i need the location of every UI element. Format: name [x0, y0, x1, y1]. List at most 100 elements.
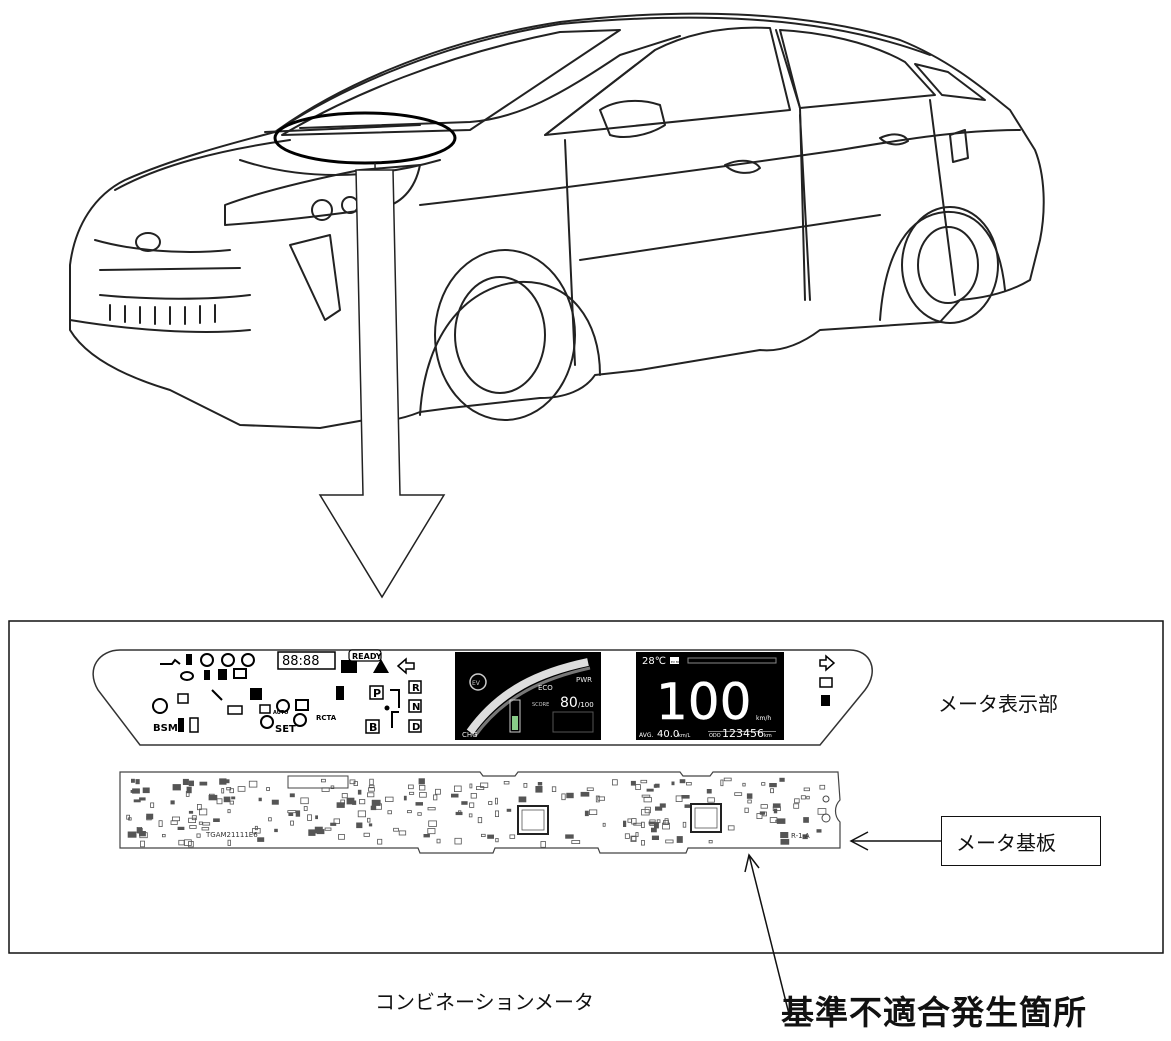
pcb-component: [237, 786, 246, 792]
pcb-component: [651, 835, 659, 840]
pcb-component: [470, 793, 477, 799]
pcb-component: [640, 779, 648, 784]
set-label: SET: [275, 724, 296, 735]
pcb-component: [216, 798, 223, 805]
pcb-component: [708, 840, 713, 844]
odo-label: ODO: [709, 733, 721, 739]
pcb-component: [720, 779, 724, 787]
pcb-component: [393, 827, 399, 832]
chg-label: CHG: [462, 731, 478, 739]
pcb-component: [189, 825, 197, 829]
pcb-component: [523, 783, 528, 788]
pcb-component: [646, 788, 654, 792]
pcb-component: [800, 795, 806, 800]
nonconformity-pointer-arrow: [744, 853, 791, 1019]
pcb-component: [170, 820, 178, 825]
pcb-component: [775, 819, 779, 823]
pcb-component: [198, 808, 208, 816]
pcb-component: [257, 837, 265, 842]
pcb-component: [734, 792, 743, 796]
pcb-component: [681, 795, 690, 799]
pcb-component: [213, 818, 220, 822]
pcb-component: [644, 806, 651, 814]
pcb-component: [635, 832, 639, 837]
score-value: 80: [560, 695, 578, 711]
pcb-component: [580, 791, 590, 797]
pcb-component: [417, 812, 422, 816]
pcb-component: [663, 820, 669, 825]
pcb-component: [433, 794, 438, 801]
pcb-component: [135, 779, 140, 785]
pcb-component: [229, 800, 235, 805]
pwr-label: PWR: [576, 676, 592, 684]
pcb-component: [772, 803, 781, 808]
down-arrow: [318, 169, 446, 599]
pcb-component: [349, 779, 356, 785]
pcb-component: [566, 792, 574, 799]
pcb-component: [367, 817, 371, 823]
pcb-component: [662, 822, 670, 830]
pcb-component: [494, 797, 498, 805]
auto-label: AUTO: [273, 710, 288, 716]
pcb-component: [139, 797, 146, 801]
gear-b: B: [369, 721, 377, 734]
pcb-component: [506, 808, 512, 812]
rcta-label: RCTA: [316, 714, 337, 722]
gear-r: R: [412, 683, 420, 694]
meter-board-label: メータ基板: [956, 831, 1056, 855]
pcb-component: [630, 835, 637, 842]
pcb-component: [186, 786, 192, 794]
gear-d: D: [412, 722, 420, 733]
pcb-component: [408, 791, 415, 795]
pcb-component: [368, 823, 373, 827]
pcb-component: [744, 807, 749, 813]
pcb-component: [289, 793, 295, 798]
pcb-component: [537, 782, 543, 786]
pcb-component: [398, 830, 407, 836]
pcb-component: [274, 828, 278, 833]
pcb-component: [172, 784, 181, 791]
ev-mode-label: EV MODE: [671, 660, 685, 664]
pcb-component: [287, 810, 297, 814]
pcb-component: [271, 799, 279, 805]
odo-value: 123456: [722, 727, 764, 740]
eco-label: ECO: [538, 684, 553, 692]
pcb-component: [759, 811, 766, 815]
pcb-component: [199, 781, 208, 786]
pcb-component: [158, 820, 163, 828]
pcb-component: [589, 809, 598, 816]
segment-digits: 88:88: [282, 654, 319, 669]
pcb-component: [182, 778, 189, 785]
car-illustration: [69, 12, 1045, 429]
pcb-component: [806, 795, 810, 800]
avg-unit: km/L: [678, 733, 690, 739]
hybrid-indicator-screen: [455, 652, 601, 740]
pcb-component: [561, 793, 566, 801]
bsm-label: BSM: [153, 723, 178, 734]
board-revision: R-1-A: [791, 832, 810, 840]
pcb-component: [762, 811, 767, 817]
pcb-component: [635, 784, 641, 790]
pcb-component: [130, 778, 135, 783]
pcb-component: [706, 789, 712, 794]
pcb-component: [268, 817, 272, 822]
pcb-component: [170, 800, 175, 805]
pcb-component: [488, 801, 493, 805]
pcb-component: [300, 797, 309, 805]
pcb-component: [231, 796, 236, 800]
pcb-component: [756, 813, 763, 819]
odo-unit: km: [764, 733, 772, 739]
pcb-component: [630, 780, 636, 786]
pcb-component: [146, 813, 154, 820]
pcb-component: [303, 806, 308, 811]
pcb-component: [258, 797, 262, 802]
pcb-component: [377, 838, 383, 845]
pcb-component: [415, 802, 423, 806]
pcb-component: [315, 815, 319, 820]
score-max: /100: [578, 701, 594, 709]
pcb-component: [495, 838, 499, 843]
pcb-component: [208, 794, 218, 801]
pcb-component: [676, 836, 683, 843]
ready-lamp: [348, 649, 382, 662]
headlight-indicator: [819, 677, 833, 688]
